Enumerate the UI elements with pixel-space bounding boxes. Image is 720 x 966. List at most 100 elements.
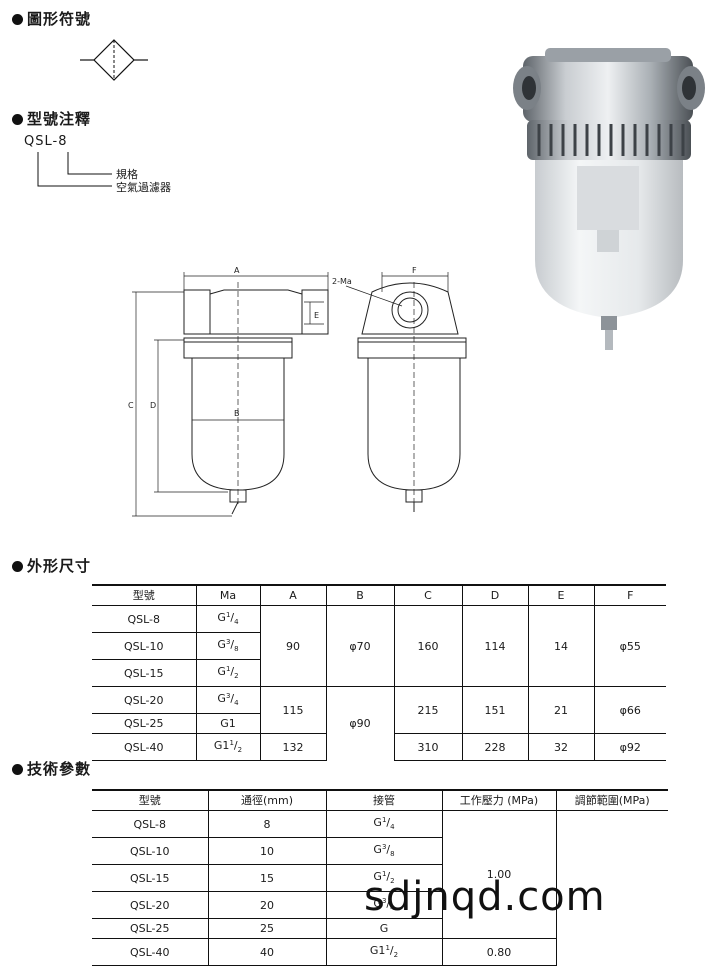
table-row: QSL-40 G11/2 132 310 228 32 φ92 (92, 733, 666, 761)
table-header-row: 型號 Ma A B C D E F (92, 584, 666, 606)
ma-cell: G1 (195, 713, 260, 734)
value-cell: 132 (259, 733, 326, 761)
value-cell: 228 (461, 733, 528, 761)
col-header: 工作壓力 (MPa) (441, 789, 556, 811)
table-row: QSL-8 8 G1/4 1.00 (92, 810, 668, 966)
value-cell: φ70 (325, 605, 394, 687)
bore-cell: 25 (207, 918, 326, 939)
col-header: C (393, 584, 462, 606)
col-header: F (593, 584, 666, 606)
pressure-cell: 1.00 (441, 810, 556, 939)
model-cell: QSL-10 (92, 837, 208, 865)
model-cell: QSL-10 (92, 632, 196, 660)
pipe-cell: G3/8 (325, 837, 442, 865)
dim-label-c: C (128, 401, 134, 410)
technical-drawing: A F C D E B 2-Ma (128, 266, 467, 517)
ma-cell: G11/2 (195, 733, 260, 761)
dimension-title-text: 外形尺寸 (27, 557, 92, 575)
ma-cell: G1/4 (195, 605, 260, 633)
model-cell: QSL-25 (92, 713, 196, 734)
model-section-title: 型號注釋 (12, 108, 91, 129)
pipe-cell: G1/2 (325, 864, 442, 892)
value-cell: 310 (393, 733, 462, 761)
value-cell: 90 (259, 605, 326, 687)
bullet-icon (12, 114, 23, 125)
value-cell: φ92 (593, 733, 666, 761)
model-cell: QSL-15 (92, 864, 208, 892)
pipe-cell: G (325, 918, 442, 939)
dim-label-a: A (234, 266, 240, 275)
symbol-section-title: 圖形符號 (12, 8, 91, 29)
dimension-section-title: 外形尺寸 (12, 555, 91, 576)
tech-title-text: 技術參數 (27, 760, 92, 778)
table-row: QSL-20 G3/4 115 φ90 215 151 21 φ66 (92, 686, 666, 761)
col-header: 調節範圍(MPa) (555, 789, 668, 811)
value-cell: 14 (527, 605, 594, 687)
dim-label-f: F (412, 266, 417, 275)
table-row: QSL-25 25 G (92, 918, 668, 939)
col-header: B (325, 584, 394, 606)
col-header: Ma (195, 584, 260, 606)
model-cell: QSL-25 (92, 918, 208, 939)
model-leader-lines (37, 152, 112, 187)
bore-cell: 8 (207, 810, 326, 838)
col-header: 接管 (325, 789, 442, 811)
table-row: QSL-15 15 G1/2 (92, 864, 668, 892)
value-cell: φ66 (593, 686, 666, 734)
value-cell: 215 (393, 686, 462, 734)
table-row: QSL-15 G1/2 (92, 659, 666, 687)
table-row: QSL-25 G1 (92, 713, 666, 734)
value-cell: 32 (527, 733, 594, 761)
table-row: QSL-10 10 G3/8 (92, 837, 668, 865)
dim-label-ma: 2-Ma (332, 277, 352, 286)
col-header: 型號 (92, 789, 208, 811)
model-title-text: 型號注釋 (27, 110, 92, 128)
bore-cell: 20 (207, 891, 326, 919)
filter-symbol-icon (80, 39, 148, 81)
pipe-cell: G1/4 (325, 810, 442, 838)
table-row: QSL-20 20 G3/4 (92, 891, 668, 919)
value-cell: 160 (393, 605, 462, 687)
dim-label-b: B (234, 409, 240, 418)
col-header: E (527, 584, 594, 606)
model-cell: QSL-20 (92, 686, 196, 714)
bullet-icon (12, 764, 23, 775)
ma-cell: G3/4 (195, 686, 260, 714)
col-header: 通徑(mm) (207, 789, 326, 811)
ma-cell: G1/2 (195, 659, 260, 687)
bullet-icon (12, 14, 23, 25)
value-cell: φ90 (325, 686, 394, 761)
model-cell: QSL-40 (92, 733, 196, 761)
dimension-table: 型號 Ma A B C D E F QSL-8 G1/4 90 φ70 160 … (92, 584, 666, 761)
symbol-title-text: 圖形符號 (27, 10, 92, 28)
value-cell: 115 (259, 686, 326, 734)
table-row: QSL-10 G3/8 (92, 632, 666, 660)
value-cell: 21 (527, 686, 594, 734)
model-code: QSL-8 (24, 134, 68, 149)
label-filter-type: 空氣過濾器 (116, 181, 171, 194)
value-cell: 114 (461, 605, 528, 687)
bullet-icon (12, 561, 23, 572)
model-cell: QSL-20 (92, 891, 208, 919)
col-header: D (461, 584, 528, 606)
value-cell: 151 (461, 686, 528, 734)
model-cell: QSL-8 (133, 817, 167, 831)
ma-cell: G3/8 (195, 632, 260, 660)
bore-cell: 15 (207, 864, 326, 892)
col-header: A (259, 584, 326, 606)
table-header-row: 型號 通徑(mm) 接管 工作壓力 (MPa) 調節範圍(MPa) (92, 789, 668, 811)
range-cell (555, 810, 668, 966)
dim-label-d: D (150, 401, 156, 410)
pipe-cell: G3/4 (325, 891, 442, 919)
label-spec: 規格 (116, 168, 138, 181)
dim-label-e: E (314, 311, 319, 320)
model-cell: QSL-15 (92, 659, 196, 687)
watermark-text: sdjnqd.com (364, 874, 606, 920)
tech-section-title: 技術參數 (12, 758, 91, 779)
bore-cell: 10 (207, 837, 326, 865)
product-photo (513, 48, 705, 350)
table-row: QSL-8 G1/4 90 φ70 160 114 14 φ55 (92, 605, 666, 687)
value-cell: φ55 (593, 605, 666, 687)
model-cell: QSL-8 (127, 612, 161, 626)
col-header: 型號 (92, 584, 196, 606)
